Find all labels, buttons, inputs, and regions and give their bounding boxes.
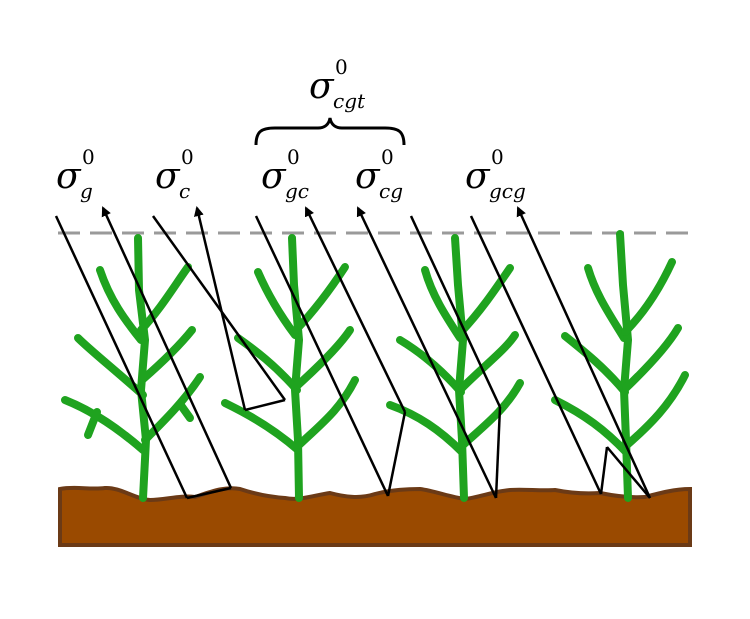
- label-sigma-gc: σ gc 0: [261, 145, 309, 203]
- svg-text:σ: σ: [465, 156, 491, 197]
- label-sigma-gcg: σ gcg 0: [465, 145, 526, 203]
- svg-text:0: 0: [82, 145, 95, 169]
- svg-text:σ: σ: [309, 66, 335, 107]
- svg-text:0: 0: [287, 145, 300, 169]
- svg-text:gc: gc: [285, 179, 309, 203]
- ray-canopy-ground: [356, 206, 502, 499]
- ray-canopy: [151, 206, 287, 412]
- total-brace: [254, 117, 406, 146]
- svg-text:cgt: cgt: [333, 89, 366, 113]
- ray-ground-canopy: [254, 206, 407, 497]
- label-sigma-c: σ c 0: [155, 145, 194, 203]
- svg-text:0: 0: [181, 145, 194, 169]
- plant-4: [551, 230, 689, 502]
- svg-text:0: 0: [381, 145, 394, 169]
- svg-text:σ: σ: [261, 156, 287, 197]
- svg-text:σ: σ: [355, 156, 381, 197]
- svg-text:g: g: [80, 179, 93, 203]
- label-sigma-cgt: σ cgt 0: [309, 55, 366, 113]
- svg-text:gcg: gcg: [489, 179, 526, 203]
- plant-2: [221, 234, 359, 502]
- label-sigma-g: σ g 0: [56, 145, 95, 203]
- svg-text:0: 0: [491, 145, 504, 169]
- plant-1: [61, 234, 204, 502]
- svg-text:σ: σ: [56, 156, 82, 197]
- label-sigma-cg: σ cg 0: [355, 145, 403, 203]
- soil-ground: [58, 485, 692, 547]
- svg-text:cg: cg: [379, 179, 403, 203]
- ray-ground: [54, 206, 233, 500]
- ray-ground-canopy-ground: [469, 206, 652, 499]
- svg-text:σ: σ: [155, 156, 181, 197]
- svg-text:0: 0: [335, 55, 348, 79]
- svg-text:c: c: [179, 179, 190, 203]
